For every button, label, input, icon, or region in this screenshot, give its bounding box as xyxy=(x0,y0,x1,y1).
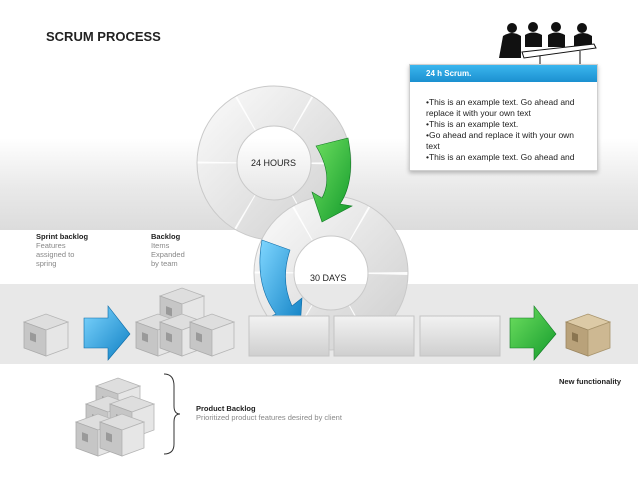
bracket-icon xyxy=(163,373,181,455)
backlog-title: Backlog xyxy=(151,232,181,241)
business-meeting-icon xyxy=(499,22,597,66)
sprint-backlog-line: spring xyxy=(36,259,57,268)
daily-cycle-arrow xyxy=(311,137,353,223)
backlog-line: Expanded xyxy=(151,250,185,259)
arrow-right-icon xyxy=(509,305,557,361)
info-line: •This is an example text. Go ahead and xyxy=(426,152,575,162)
backlog-line: by team xyxy=(151,259,178,268)
product-backlog-text: Prioritized product features desired by … xyxy=(196,413,342,422)
daily-cycle-label: 24 HOURS xyxy=(251,158,297,168)
sprint-backlog-line: Features xyxy=(36,241,66,250)
cube-icon xyxy=(189,313,235,357)
sprint-backlog-title: Sprint backlog xyxy=(36,232,89,241)
backlog-line: Items xyxy=(151,241,170,250)
info-line: •This is an example text. Go ahead and r… xyxy=(426,97,575,118)
sprint-backlog-label: Sprint backlog Features assigned to spri… xyxy=(36,232,88,268)
info-line: •Go ahead and replace it with your own t… xyxy=(426,130,575,151)
cube-icon xyxy=(23,313,69,357)
sprint-backlog-line: assigned to xyxy=(36,250,75,259)
arrow-right-icon xyxy=(83,305,131,361)
sprint-cycle-label: 30 DAYS xyxy=(310,273,347,283)
info-box: 24 h Scrum. •This is an example text. Go… xyxy=(409,64,598,171)
info-line: •This is an example text. xyxy=(426,119,519,129)
product-backlog-title: Product Backlog xyxy=(196,404,256,413)
new-functionality-label: New functionality xyxy=(559,377,622,386)
process-bar xyxy=(419,315,501,357)
info-box-header: 24 h Scrum. xyxy=(410,65,597,82)
info-box-body: •This is an example text. Go ahead and r… xyxy=(410,82,597,163)
cube-icon xyxy=(99,413,145,457)
backlog-label: Backlog Items Expanded by team xyxy=(151,232,185,268)
cube-icon xyxy=(565,313,611,357)
page-title: SCRUM PROCESS xyxy=(46,29,161,44)
process-bar xyxy=(333,315,415,357)
process-bar xyxy=(248,315,330,357)
